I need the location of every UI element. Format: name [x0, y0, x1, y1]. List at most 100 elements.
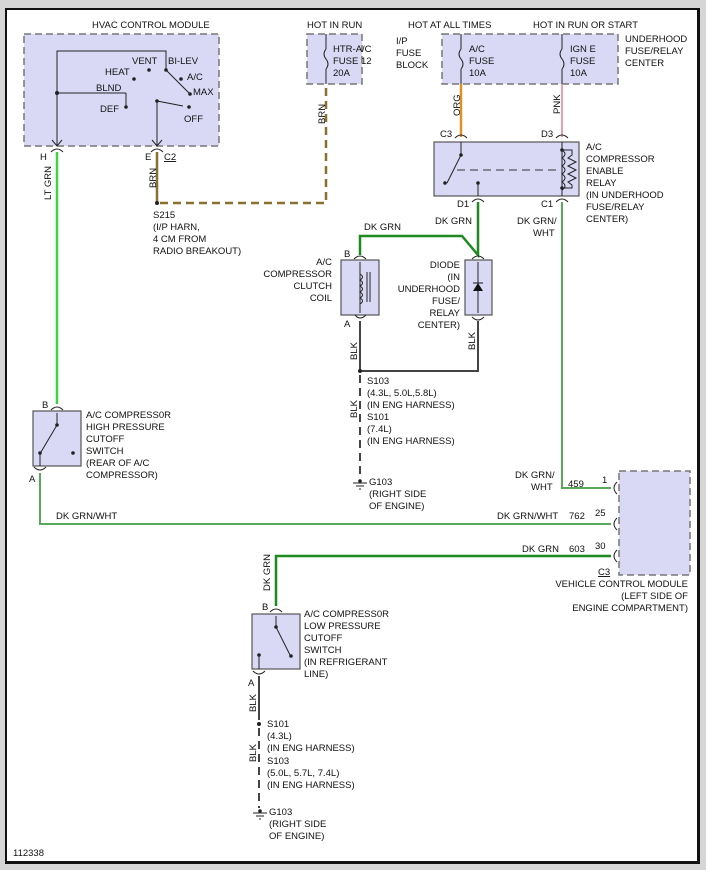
low-switch-label: CUTOFF: [304, 633, 343, 644]
mode-blnd: BLND: [96, 83, 121, 94]
contact-dot: [179, 77, 183, 81]
contact-dot: [443, 181, 447, 185]
hvac-switch-line: [56, 50, 191, 145]
pin-e: E: [145, 152, 151, 163]
relay-label: A/C: [586, 142, 602, 153]
mode-off: OFF: [184, 114, 203, 125]
ac-compressor-clutch-coil: B A A/C COMPRESSOR CLUTCH COIL: [263, 249, 380, 330]
splice-label: S103: [367, 376, 389, 387]
wire-label-dk-grn: DK GRN: [262, 554, 273, 591]
wire-blk-upper: [359, 321, 479, 372]
s215-label: S215: [153, 210, 175, 221]
fuse-name: HTR-A/C: [333, 44, 372, 55]
connector-c2: C2: [164, 152, 176, 163]
high-switch-label: A/C COMPRESS0R: [86, 410, 171, 421]
splice-label: S103: [267, 756, 289, 767]
clutch-label: A/C: [316, 257, 332, 268]
splice-label: S101: [367, 412, 389, 423]
circuit-number: 603: [569, 544, 585, 555]
underhood-fuse-box: [441, 33, 619, 85]
splice-dot: [257, 722, 261, 726]
connector-icon: [150, 148, 164, 153]
ground-label: (RIGHT SIDE: [369, 489, 426, 500]
hvac-control-module: HVAC CONTROL MODULE VENT BI-LEV HEAT A/C…: [23, 20, 220, 163]
relay-label: CENTER): [586, 214, 628, 225]
mode-vent: VENT: [132, 56, 158, 67]
ground-label: G103: [369, 477, 392, 488]
ground-label: OF ENGINE): [369, 501, 424, 512]
fuse-icon: [323, 48, 329, 70]
connector-icon: [353, 255, 367, 260]
vcm-label: VEHICLE CONTROL MODULE: [555, 579, 688, 590]
vcm-wire-label: WHT: [531, 482, 553, 493]
ip-block-label: FUSE: [396, 48, 421, 59]
contact-dot: [274, 625, 278, 629]
junction-dot: [55, 91, 59, 95]
low-pressure-cutoff-switch: B A A/C COMPRESS0R LOW PRESSURE CUTOFF S…: [248, 602, 389, 689]
low-switch-label: A/C COMPRESS0R: [304, 609, 389, 620]
high-pressure-cutoff-switch: B A A/C COMPRESS0R HIGH PRESSURE CUTOFF …: [29, 400, 171, 485]
wire-brn-dashed: [160, 84, 328, 205]
ip-fuse-box: [306, 33, 363, 85]
contact-dot: [289, 654, 293, 658]
switch-arm: [40, 424, 58, 453]
relay-label: FUSE/RELAY: [586, 202, 645, 213]
vcm-pin: 25: [595, 508, 606, 519]
contact-dot: [560, 148, 564, 152]
ground-label: OF ENGINE): [269, 831, 324, 842]
pin-d3: D3: [541, 129, 553, 140]
mode-heat: HEAT: [105, 67, 130, 78]
ac-compressor-enable-relay: C3 D3 A/C COMPRESSOR ENABLE RELAY (IN UN…: [433, 129, 664, 225]
diode-label: (IN: [447, 272, 460, 283]
contact-dot: [155, 99, 159, 103]
contact-dot: [187, 105, 191, 109]
coil-icon: [359, 273, 363, 305]
splice-label: (IN ENG HARNESS): [267, 743, 355, 754]
fuse-icon: [458, 48, 464, 70]
vcm-pin: 30: [595, 541, 606, 552]
ip-block-label: BLOCK: [396, 60, 429, 71]
contact-dot: [560, 186, 564, 190]
underhood-fuses: HOT AT ALL TIMES HOT IN RUN OR START A/C…: [408, 20, 687, 85]
wire-label-dk-grn-wht: DK GRN/: [517, 216, 557, 227]
fuse-label: FUSE: [570, 56, 595, 67]
connector-icon: [252, 670, 266, 675]
connector-icon: [471, 255, 485, 260]
high-switch-label: CUTOFF: [86, 434, 125, 445]
wire-label-brn: BRN: [148, 168, 159, 188]
pin-a: A: [248, 678, 255, 689]
connector-icon: [471, 198, 485, 203]
ground-icon: [253, 809, 267, 820]
splice-label: (IN ENG HARNESS): [367, 400, 455, 411]
mode-ac: A/C: [187, 72, 203, 83]
connector-icon: [613, 549, 618, 563]
pin-c3: C3: [440, 129, 452, 140]
high-switch-label: HIGH PRESSURE: [86, 422, 165, 433]
vcm-label: ENGINE COMPARTMENT): [572, 603, 688, 614]
splice-label: (4.3L): [267, 731, 292, 742]
wire-label-blk: BLK: [349, 399, 360, 418]
hot-run-start-label: HOT IN RUN OR START: [533, 20, 638, 31]
resistor-icon: [562, 149, 578, 189]
diode-label: DIODE: [430, 260, 460, 271]
relay-label: RELAY: [586, 178, 617, 189]
pin-b: B: [344, 249, 350, 260]
fuse-rating: 20A: [333, 68, 351, 79]
coil-icon: [561, 149, 566, 191]
splice-label: S101: [267, 719, 289, 730]
connector-icon: [33, 466, 47, 471]
pin-c1: C1: [541, 199, 553, 210]
mode-def: DEF: [100, 104, 119, 115]
low-switch-label: SWITCH: [304, 645, 342, 656]
splice-label: (7.4L): [367, 424, 392, 435]
wire-label-blk: BLK: [248, 743, 259, 762]
contact-dot: [124, 105, 128, 109]
vehicle-control-module: DK GRN/ WHT 459 1 DK GRN/WHT 762 25 DK G…: [497, 470, 691, 614]
connector-c3: C3: [598, 567, 610, 578]
splice-s215-dot: [155, 201, 159, 205]
wire-dk-grn-relay: [358, 202, 480, 259]
connector-icon: [613, 517, 618, 531]
splice-label: (IN ENG HARNESS): [367, 436, 455, 447]
contact-dot: [476, 181, 480, 185]
ground-label: (RIGHT SIDE: [269, 819, 326, 830]
